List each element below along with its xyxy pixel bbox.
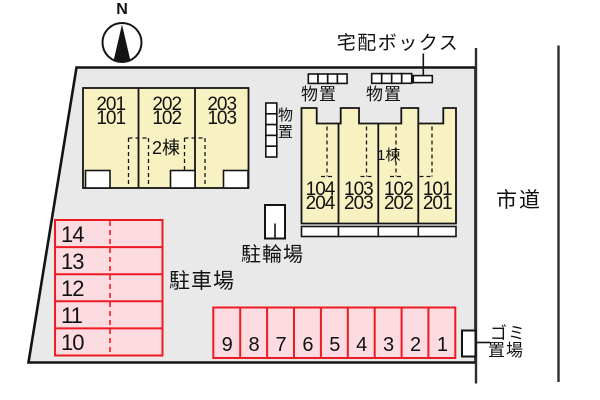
storage-stack-boxes [264, 102, 278, 158]
unit-label: 202 [152, 94, 182, 115]
unit-label: 201 [96, 94, 126, 115]
storage-right-label: 物置 [366, 85, 402, 104]
unit-label: 101 [96, 108, 126, 129]
building-1-porches [300, 225, 457, 238]
unit-label: 201 [422, 192, 453, 214]
unit-label: 101 [422, 178, 453, 200]
building-2-porch [169, 169, 196, 189]
parking-space-label: 5 [329, 334, 340, 356]
parking-space-label: 11 [61, 303, 83, 329]
compass-icon [101, 22, 143, 63]
parking-space-label: 10 [61, 330, 85, 356]
unit-label: 103 [344, 178, 374, 200]
unit-label: 104 [305, 178, 336, 200]
parking-space-label: 7 [275, 334, 286, 356]
parking-block-left [54, 219, 164, 357]
bicycle-parking-label: 駐輪場 [241, 244, 304, 266]
parking-row-bottom [212, 306, 457, 359]
building-1-label: 1棟 [377, 147, 401, 164]
unit-label: 202 [383, 192, 414, 214]
parking-space-label: 9 [221, 334, 233, 356]
parking-space-label: 2 [409, 334, 421, 356]
unit-label: 204 [305, 192, 336, 214]
storage-side-label: 物置 [276, 107, 293, 141]
unit-label: 203 [207, 94, 237, 115]
garbage-area-label-line1: ゴミ [490, 323, 526, 343]
building-2-door-dashes [127, 137, 206, 186]
unit-label: 102 [152, 108, 182, 129]
compass-north-label: N [116, 1, 128, 18]
compass-needle-icon [113, 24, 131, 61]
parking-space-label: 14 [61, 222, 85, 247]
garbage-box [461, 329, 477, 358]
parking-space-label: 13 [61, 249, 85, 275]
delivery-box-label: 宅配ボックス [336, 33, 460, 54]
parking-lot-label: 駐車場 [169, 270, 235, 293]
parking-space-label: 6 [302, 334, 313, 356]
building-2-porch [222, 169, 249, 189]
parking-space-label: 12 [61, 276, 85, 302]
building-2-porch [84, 169, 111, 189]
delivery-box [412, 74, 434, 84]
garbage-area-label-line2: 置場 [488, 340, 524, 360]
building-2-label: 2棟 [152, 138, 181, 158]
parking-space-label: 8 [248, 334, 260, 356]
city-road-label: 市道 [496, 189, 542, 212]
parking-space-label: 1 [436, 334, 448, 356]
building-1-door-dashes [321, 126, 433, 178]
parking-space-label: 3 [383, 334, 394, 356]
storage-row-left-boxes [307, 73, 348, 85]
unit-label: 203 [344, 192, 374, 214]
storage-row-right-boxes [370, 72, 413, 85]
unit-label: 103 [207, 108, 237, 129]
parking-space-label: 4 [356, 334, 367, 356]
unit-label: 102 [383, 178, 414, 200]
storage-left-label: 物置 [301, 85, 337, 104]
